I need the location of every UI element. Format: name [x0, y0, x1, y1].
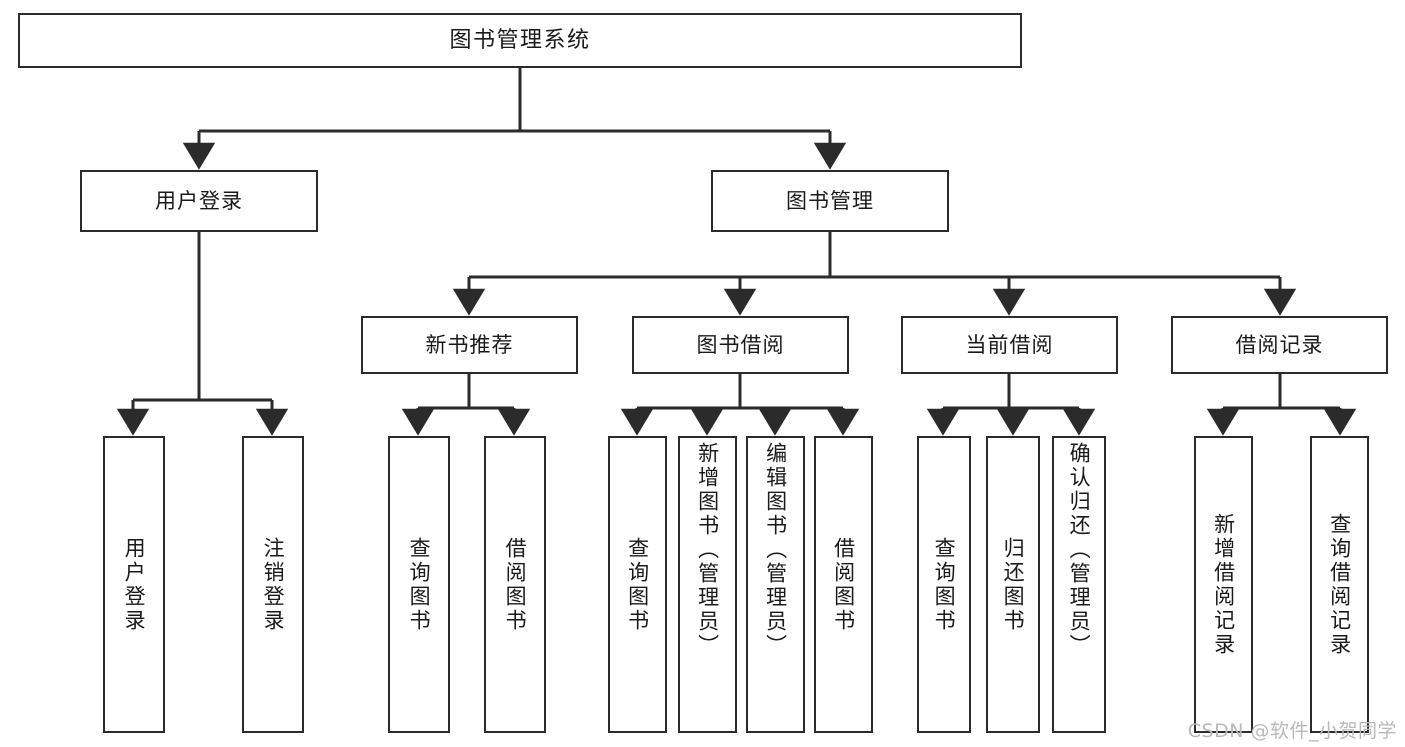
node-label: 借阅记录	[1235, 332, 1324, 357]
node-label: 图书借阅	[696, 332, 785, 357]
leaf-book-borrow-edit[interactable]: 编辑图书（管理员）	[746, 436, 805, 733]
node-borrow-record[interactable]: 借阅记录	[1171, 316, 1388, 374]
node-label: 用户登录	[122, 536, 147, 633]
leaf-user-login-logout[interactable]: 注销登录	[242, 436, 304, 733]
node-label: 新书推荐	[425, 332, 514, 357]
leaf-borrow-record-add[interactable]: 新增借阅记录	[1194, 436, 1253, 733]
node-current-borrow[interactable]: 当前借阅	[901, 316, 1118, 374]
node-book-management[interactable]: 图书管理	[711, 170, 949, 232]
node-label: 查询图书	[625, 536, 650, 633]
leaf-borrow-record-query[interactable]: 查询借阅记录	[1310, 436, 1369, 733]
leaf-current-borrow-query[interactable]: 查询图书	[917, 436, 971, 733]
leaf-current-borrow-return[interactable]: 归还图书	[986, 436, 1040, 733]
node-user-login[interactable]: 用户登录	[80, 170, 318, 232]
leaf-new-book-borrow[interactable]: 借阅图书	[484, 436, 546, 733]
node-label: 编辑图书（管理员）	[763, 442, 788, 658]
node-label: 注销登录	[261, 536, 286, 633]
node-label: 归还图书	[1001, 536, 1026, 633]
node-label: 查询图书	[932, 536, 957, 633]
leaf-user-login-login[interactable]: 用户登录	[103, 436, 165, 733]
leaf-book-borrow-query[interactable]: 查询图书	[608, 436, 667, 733]
node-label: 用户登录	[155, 188, 243, 213]
node-label: 借阅图书	[503, 536, 528, 633]
node-label: 图书管理系统	[449, 27, 591, 53]
node-label: 新增借阅记录	[1211, 512, 1236, 657]
node-label: 新增图书（管理员）	[695, 442, 720, 658]
node-label: 确认归还（管理员）	[1067, 442, 1092, 658]
node-root-system[interactable]: 图书管理系统	[18, 13, 1022, 68]
leaf-new-book-query[interactable]: 查询图书	[388, 436, 450, 733]
node-label: 图书管理	[786, 188, 874, 213]
node-book-borrow[interactable]: 图书借阅	[632, 316, 849, 374]
node-label: 借阅图书	[831, 536, 856, 633]
leaf-book-borrow-borrow[interactable]: 借阅图书	[814, 436, 873, 733]
node-label: 当前借阅	[965, 332, 1054, 357]
leaf-book-borrow-add[interactable]: 新增图书（管理员）	[678, 436, 737, 733]
node-label: 查询图书	[407, 536, 432, 633]
leaf-current-borrow-confirm-return[interactable]: 确认归还（管理员）	[1052, 436, 1106, 733]
node-new-book-recommend[interactable]: 新书推荐	[361, 316, 578, 374]
node-label: 查询借阅记录	[1327, 512, 1352, 657]
